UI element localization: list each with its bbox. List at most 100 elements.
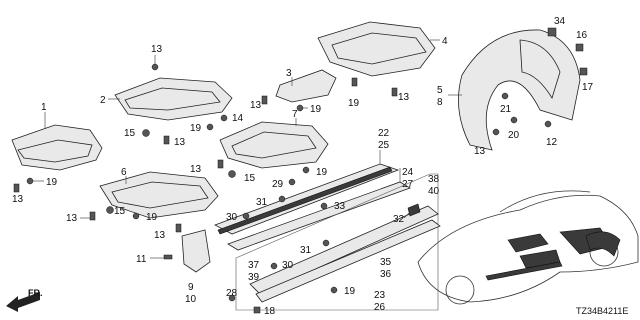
callout-38: 38 [428,174,440,185]
clip-14 [220,114,228,122]
callout-31a: 31 [256,197,268,208]
callout-22: 22 [378,128,390,139]
clip-19-c [206,123,214,131]
undercover-part-6 [99,171,219,219]
undercover-part-1 [11,112,103,171]
bolt-13-g [89,211,96,221]
callout-19a: 19 [46,177,58,188]
callout-35: 35 [380,257,392,268]
front-direction-arrow [6,292,40,312]
clip-13-liner [492,128,500,136]
callout-24: 24 [402,167,414,178]
clip-19-b [296,104,304,112]
callout-13f: 13 [190,164,202,175]
callout-4: 4 [442,36,448,47]
bolt-13-c [163,135,170,145]
callout-19f: 19 [146,212,158,223]
side-sill-box [235,173,441,311]
clip-15-c [106,206,114,214]
callout-32: 32 [393,214,405,225]
callout-7: 7 [292,109,298,120]
undercover-part-4 [317,21,440,77]
callout-39: 39 [248,272,260,283]
mud-guard-part-9-10 [181,229,211,273]
clip-31-a [278,195,286,203]
callout-9: 9 [188,282,194,293]
callout-3: 3 [286,68,292,79]
callout-13i: 13 [474,146,486,157]
clip-29 [288,178,296,186]
clip-34 [547,27,557,37]
bolt-11 [163,254,173,260]
callout-21: 21 [500,104,512,115]
clip-17 [579,67,588,76]
front-label: FR. [28,288,43,298]
callout-16: 16 [576,30,588,41]
callout-13d: 13 [174,137,186,148]
clip-19-g [330,286,338,294]
bolt-13-f [217,159,224,169]
callout-19e: 19 [316,167,328,178]
callout-13c: 13 [250,100,262,111]
vehicle-locator-sketch [417,190,639,305]
bolt-13-a [13,183,20,193]
clip-30-b [270,262,278,270]
clip-18 [253,306,261,314]
callout-28: 28 [226,288,238,299]
side-sill-molding-lower [227,168,411,251]
callout-15a: 15 [124,128,136,139]
callout-37: 37 [248,260,260,271]
callout-1: 1 [41,102,47,113]
callout-33: 33 [334,201,346,212]
callout-19c: 19 [190,123,202,134]
callout-8: 8 [437,97,443,108]
callout-2: 2 [100,95,106,106]
clip-19-f [132,212,140,220]
clip-28 [228,294,236,302]
clip-16 [575,43,584,52]
callout-14: 14 [232,113,244,124]
clip-19-a [26,177,34,185]
callout-30b: 30 [282,260,294,271]
callout-19g: 19 [344,286,356,297]
callout-6: 6 [121,167,127,178]
callout-12: 12 [546,137,558,148]
splash-shield-part-3 [275,69,337,103]
clip-30-a [242,212,250,220]
callout-10: 10 [185,294,197,305]
callout-19d: 19 [348,98,360,109]
callout-23: 23 [374,290,386,301]
undercover-part-7 [219,118,329,169]
side-sill-garnish-upper [214,150,400,235]
bolt-13-h [175,223,182,233]
callout-20: 20 [508,130,520,141]
callout-29: 29 [272,179,284,190]
clip-12 [544,120,552,128]
clip-33 [320,202,328,210]
callout-19b: 19 [310,104,322,115]
callout-26: 26 [374,302,386,313]
clip-19-e [302,166,310,174]
callout-25: 25 [378,140,390,151]
clip-15-b [228,170,236,178]
callout-34: 34 [554,16,566,27]
bolt-13-e [391,87,398,97]
bolt-13-b [261,95,268,105]
callout-36: 36 [380,269,392,280]
callout-13a: 13 [151,44,163,55]
callout-13g: 13 [66,213,78,224]
clip-20 [510,116,518,124]
clip-31-b [322,239,330,247]
callout-27: 27 [402,179,414,190]
callout-18: 18 [264,306,276,317]
bolt-19-d [351,77,358,87]
clip-21 [501,92,509,100]
callout-40: 40 [428,186,440,197]
callout-15c: 15 [114,206,126,217]
diagram-code: TZ34B4211E [576,306,628,316]
callout-17: 17 [582,82,594,93]
fender-liner-part-5-8 [448,29,581,151]
callout-31b: 31 [300,245,312,256]
clip-13-top [151,55,159,71]
